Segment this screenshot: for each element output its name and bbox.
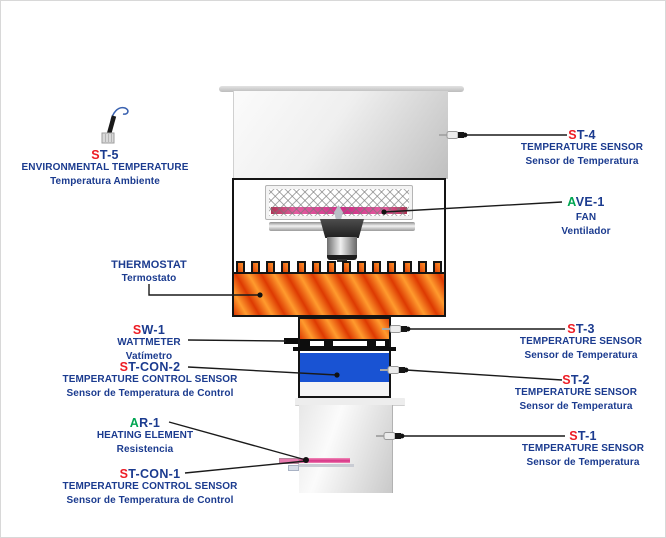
fan-motor-housing [320, 219, 364, 238]
label-thermostat: THERMOSTAT Termostato [111, 259, 187, 284]
fan-chamber [232, 178, 446, 317]
st3-code: ST-3 [567, 322, 595, 336]
stcon1-code: ST-CON-1 [119, 467, 181, 481]
heating-element-connector [279, 458, 299, 464]
st5-code: ST-5 [91, 148, 119, 162]
label-stcon2: ST-CON-2 TEMPERATURE CONTROL SENSOR Sens… [62, 360, 238, 399]
separator-plate [293, 347, 396, 351]
heatsink-fins [234, 261, 444, 274]
st1-code: ST-1 [569, 429, 597, 443]
lower-chamber [299, 405, 393, 493]
label-stcon1: ST-CON-1 TEMPERATURE CONTROL SENSOR Sens… [62, 467, 238, 506]
upper-air-duct-panel [233, 91, 448, 179]
fan-spindle [334, 205, 343, 229]
st4-code: ST-4 [568, 128, 596, 142]
stcon2-code: ST-CON-2 [119, 360, 181, 374]
ave1-code: AVE-1 [567, 195, 605, 209]
label-st1: ST-1 TEMPERATURE SENSOR Sensor de Temper… [521, 429, 645, 468]
heating-element-shadow [298, 464, 354, 467]
label-st4: ST-4 TEMPERATURE SENSOR Sensor de Temper… [520, 128, 644, 167]
label-st5: ST-5 ENVIRONMENTAL TEMPERATURE Temperatu… [21, 148, 189, 187]
heating-element-rod [298, 458, 350, 463]
peltier-column [298, 317, 391, 398]
st5-probe-icon [101, 106, 129, 144]
label-sw1: SW-1 WATTMETER Vatímetro [117, 323, 181, 362]
label-ave1: AVE-1 FAN Ventilador [561, 195, 611, 237]
label-st3: ST-3 TEMPERATURE SENSOR Sensor de Temper… [519, 322, 643, 361]
sw1-code: SW-1 [132, 323, 166, 337]
peltier-cold-block [300, 353, 389, 382]
fan-motor-body [327, 237, 357, 257]
label-st2: ST-2 TEMPERATURE SENSOR Sensor de Temper… [514, 373, 638, 412]
heatsink-neck [300, 319, 389, 339]
column-base-section [300, 382, 389, 396]
heatsink-block [234, 272, 444, 315]
fan-motor-terminal [337, 259, 347, 262]
ar1-code: AR-1 [129, 416, 161, 430]
st2-code: ST-2 [562, 373, 590, 387]
duct-top-flange [219, 86, 464, 92]
fan-motor-cap [327, 255, 357, 260]
heating-element-terminal [288, 465, 299, 471]
label-ar1: AR-1 HEATING ELEMENT Resistencia [96, 416, 194, 455]
